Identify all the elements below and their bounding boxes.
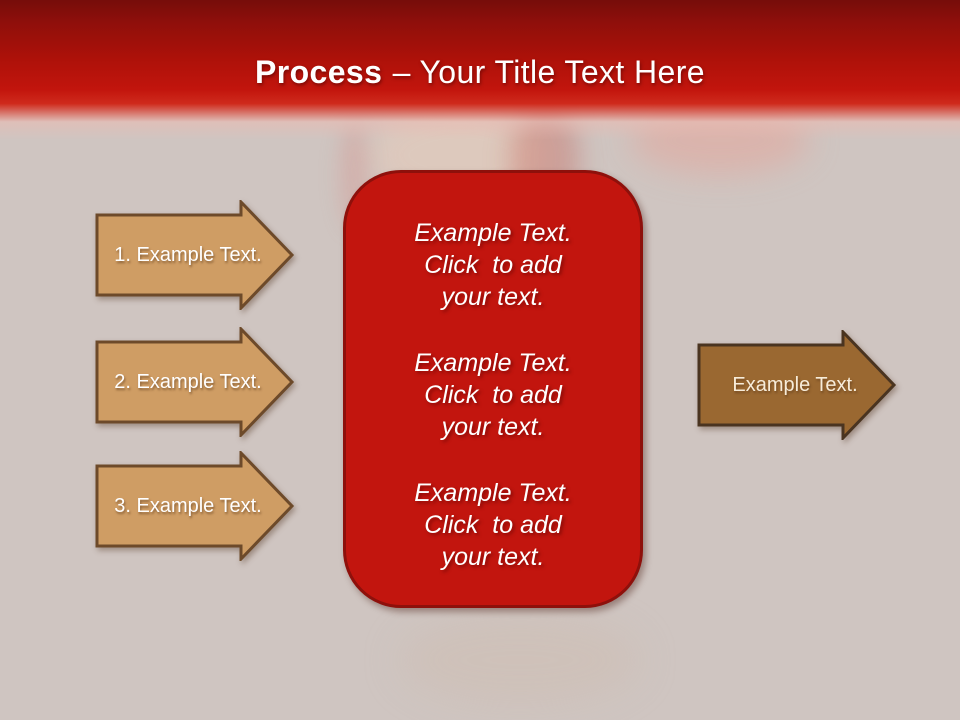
- right-arrow-shape-icon: [95, 327, 295, 437]
- box-paragraph-3: Example Text. Click to add your text.: [368, 477, 618, 573]
- box-line: your text.: [441, 543, 545, 571]
- center-process-box[interactable]: Example Text. Click to add your text. Ex…: [343, 170, 643, 608]
- header-band: [0, 0, 960, 140]
- box-line: Click to add: [424, 511, 562, 539]
- box-line: your text.: [441, 283, 545, 311]
- title-emphasis: Process: [255, 54, 383, 90]
- box-line: Example Text.: [414, 219, 572, 247]
- box-line: your text.: [441, 413, 545, 441]
- process-output-arrow[interactable]: Example Text.: [697, 330, 897, 440]
- box-line: Click to add: [424, 381, 562, 409]
- arrow-label: 1. Example Text.: [114, 243, 262, 266]
- right-arrow-shape-icon: [95, 451, 295, 561]
- box-paragraph-1: Example Text. Click to add your text.: [368, 217, 618, 313]
- arrow-label: 3. Example Text.: [114, 494, 262, 517]
- right-arrow-shape-icon: [95, 200, 295, 310]
- process-step-arrow-1[interactable]: 1. Example Text.: [95, 200, 295, 310]
- arrow-label: 2. Example Text.: [114, 370, 262, 393]
- right-arrow-shape-icon: [697, 330, 897, 440]
- arrow-label: Example Text.: [732, 373, 858, 396]
- box-line: Example Text.: [414, 479, 572, 507]
- background-figure-blur: [400, 615, 640, 705]
- slide-title: Process– Your Title Text Here: [0, 54, 960, 91]
- title-subtitle: – Your Title Text Here: [392, 54, 705, 90]
- process-step-arrow-2[interactable]: 2. Example Text.: [95, 327, 295, 437]
- box-paragraph-2: Example Text. Click to add your text.: [368, 347, 618, 443]
- box-line: Example Text.: [414, 349, 572, 377]
- process-step-arrow-3[interactable]: 3. Example Text.: [95, 451, 295, 561]
- box-line: Click to add: [424, 251, 562, 279]
